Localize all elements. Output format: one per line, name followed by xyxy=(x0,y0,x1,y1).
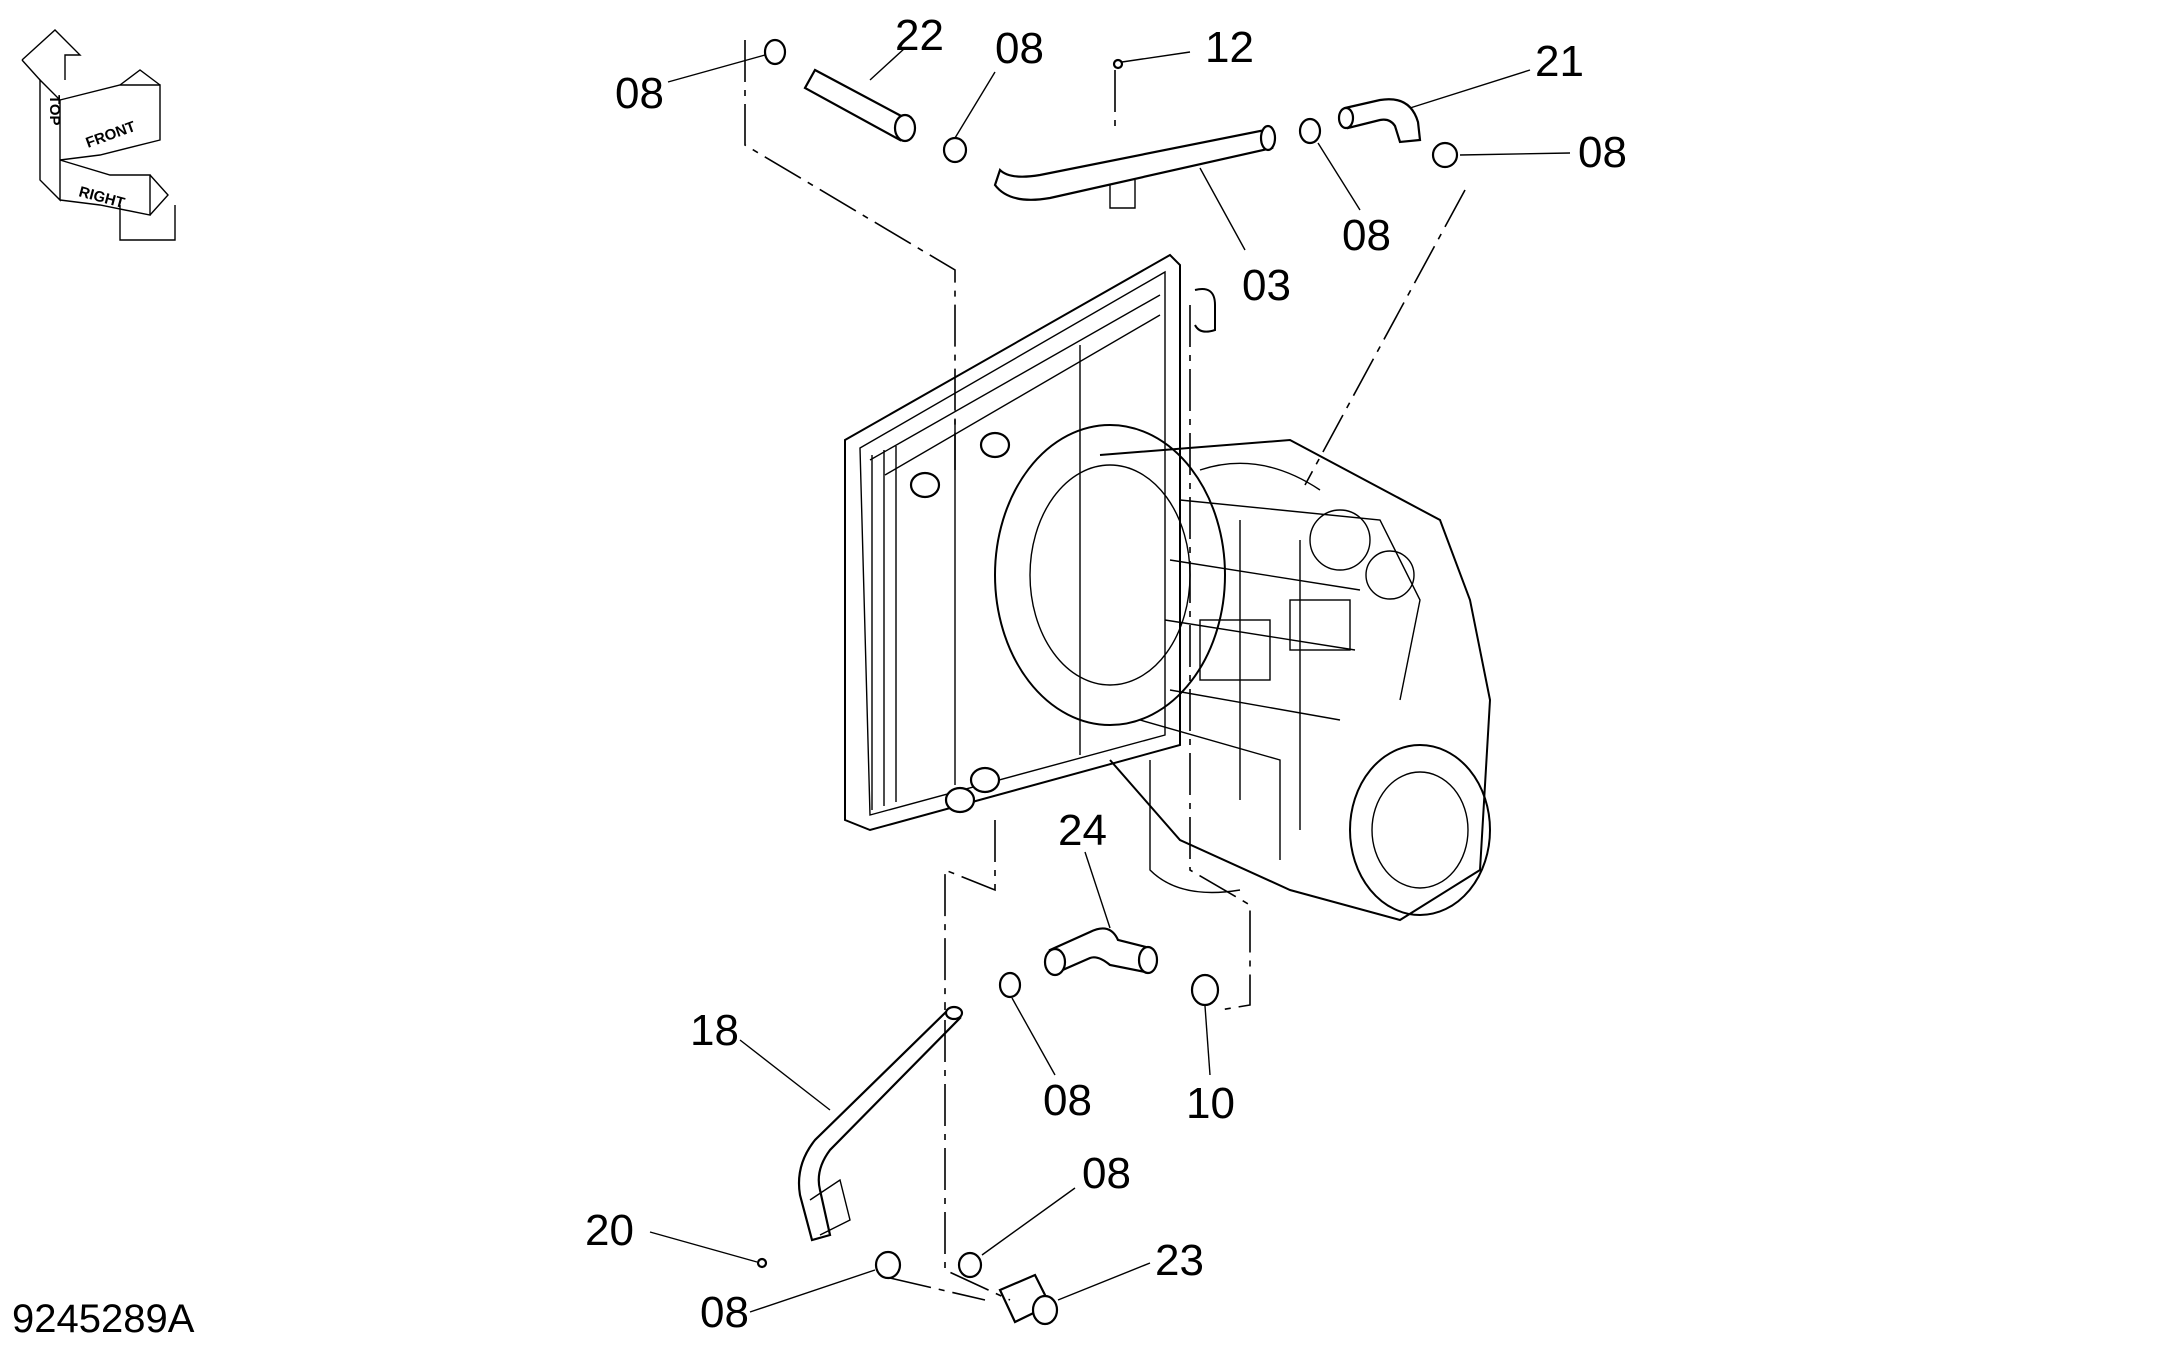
part-18-hose xyxy=(797,1005,964,1242)
part-08-clamp xyxy=(957,1251,983,1279)
part-23-hose xyxy=(998,1273,1059,1326)
callout-08: 08 xyxy=(1082,1149,1131,1198)
alignment-line xyxy=(1304,189,1466,486)
part-08-clamp xyxy=(874,1250,902,1280)
part-08-clamp xyxy=(1298,117,1322,145)
part-08-clamp xyxy=(763,38,787,66)
callout-20: 20 xyxy=(585,1206,634,1255)
orientation-top-label: TOP xyxy=(46,95,63,126)
callout-08: 08 xyxy=(1578,128,1627,177)
leader-lines xyxy=(649,47,1571,1313)
callout-18: 18 xyxy=(690,1006,739,1055)
orientation-front-label: FRONT xyxy=(84,118,138,152)
callout-08: 08 xyxy=(615,69,664,118)
callout-10: 10 xyxy=(1186,1079,1235,1128)
alignment-line xyxy=(1189,305,1251,1011)
alignment-line xyxy=(889,1277,986,1301)
callout-labels: 08 22 08 12 21 08 08 03 24 18 08 10 08 2… xyxy=(585,11,1627,1337)
part-20-fitting xyxy=(756,1257,768,1269)
callout-22: 22 xyxy=(895,11,944,60)
part-08-clamp xyxy=(998,971,1022,999)
callout-24: 24 xyxy=(1058,806,1107,855)
orientation-compass-icon: TOP FRONT RIGHT xyxy=(21,29,176,241)
alignment-line xyxy=(944,820,996,1010)
callout-12: 12 xyxy=(1205,23,1254,72)
part-22-hose xyxy=(803,68,917,143)
part-21-elbow-hose xyxy=(1337,98,1422,144)
part-03-pipe xyxy=(993,124,1277,209)
callout-03: 03 xyxy=(1242,261,1291,310)
callout-08: 08 xyxy=(1342,211,1391,260)
alignment-line xyxy=(744,40,956,470)
alignment-line xyxy=(944,1020,1011,1301)
part-24-elbow-hose xyxy=(1043,927,1159,977)
radiator-assembly xyxy=(844,253,1216,832)
orientation-right-label: RIGHT xyxy=(77,183,126,212)
drawing-reference-number: 9245289A xyxy=(12,1297,195,1341)
part-08-clamp xyxy=(942,136,968,164)
part-12-fitting xyxy=(1112,58,1124,70)
callout-21: 21 xyxy=(1535,37,1584,86)
callout-08: 08 xyxy=(700,1288,749,1337)
part-08-clamp xyxy=(1431,141,1459,169)
callout-08: 08 xyxy=(1043,1076,1092,1125)
engine-assembly xyxy=(994,424,1492,922)
callout-23: 23 xyxy=(1155,1236,1204,1285)
part-10-clamp xyxy=(1190,973,1220,1007)
callout-08: 08 xyxy=(995,24,1044,73)
